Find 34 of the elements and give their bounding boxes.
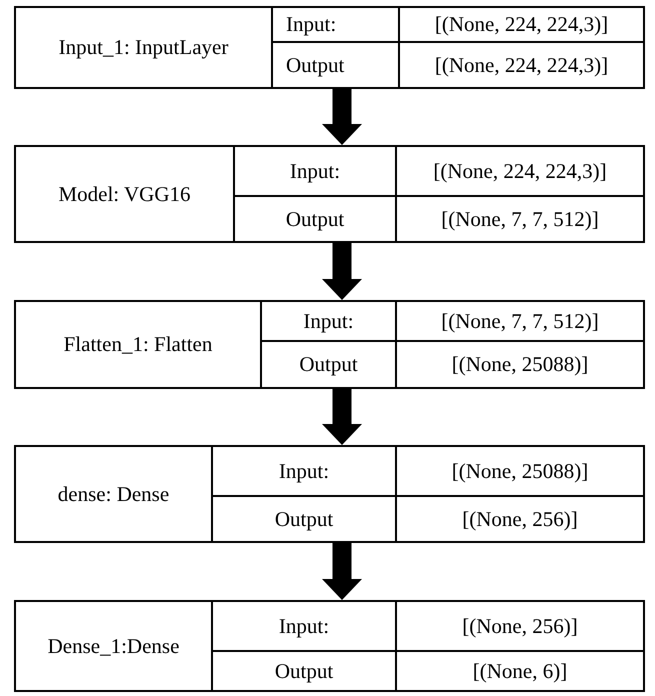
row-label: Input: xyxy=(278,458,330,484)
row-label: Input: xyxy=(290,158,340,184)
layer-name: Input_1: InputLayer xyxy=(58,35,228,60)
row-label: Input: xyxy=(286,12,336,37)
shape-value: [(None, 7, 7, 512)] xyxy=(441,206,599,232)
shape-value: [(None, 25088)] xyxy=(452,352,588,377)
row-label: Output xyxy=(274,658,334,684)
arrow xyxy=(322,243,362,300)
shape-value: [(None, 6)] xyxy=(472,658,568,684)
arrow xyxy=(322,389,362,445)
shape-value: [(None, 224, 224,3)] xyxy=(434,12,608,37)
layer-name: dense: Dense xyxy=(58,482,170,506)
shape-value: [(None, 224, 224,3)] xyxy=(434,52,608,78)
layer-table xyxy=(14,145,645,243)
arrow xyxy=(322,89,362,145)
layer-table xyxy=(14,445,645,543)
row-label: Output xyxy=(299,352,358,377)
row-label: Input: xyxy=(278,614,330,638)
shape-value: [(None, 256)] xyxy=(462,506,578,532)
shape-value: [(None, 224, 224,3)] xyxy=(433,158,607,184)
layer-name: Model: VGG16 xyxy=(58,182,191,206)
shape-value: [(None, 256)] xyxy=(462,614,578,638)
shape-value: [(None, 25088)] xyxy=(452,458,588,484)
row-label: Output xyxy=(274,506,334,532)
row-label: Output xyxy=(286,52,344,78)
row-label: Input: xyxy=(303,308,354,334)
layer-table xyxy=(14,300,645,389)
shape-value: [(None, 7, 7, 512)] xyxy=(441,308,599,334)
layer-name: Flatten_1: Flatten xyxy=(64,332,212,357)
layer-name: Dense_1:Dense xyxy=(48,634,180,658)
layer-table xyxy=(14,600,645,692)
arrow xyxy=(322,543,362,600)
layer-table xyxy=(14,6,645,89)
row-label: Output xyxy=(286,206,344,232)
